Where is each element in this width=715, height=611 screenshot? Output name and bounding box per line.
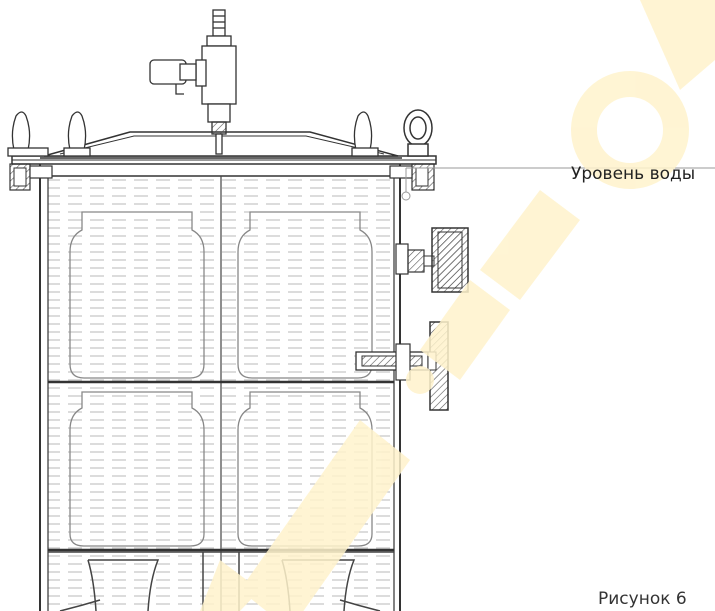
tank-body — [39, 162, 401, 611]
clamp-right — [389, 163, 435, 191]
jar-bottom-right — [237, 391, 373, 547]
water-level-label: Уровень воды — [571, 164, 696, 184]
clamp-left — [9, 163, 53, 191]
flange-rim — [11, 155, 437, 165]
watermark — [200, 0, 715, 611]
figure-caption: Рисунок 6 — [598, 589, 687, 609]
wing-nut-icon — [7, 111, 379, 157]
valve-icon — [149, 9, 237, 155]
jar-bottom-left — [69, 391, 205, 547]
jar-top-left — [69, 211, 205, 379]
jar-group — [69, 211, 373, 547]
jar-top-right — [237, 211, 373, 379]
manometer-icon — [395, 227, 469, 293]
eyebolt-icon — [403, 109, 433, 157]
